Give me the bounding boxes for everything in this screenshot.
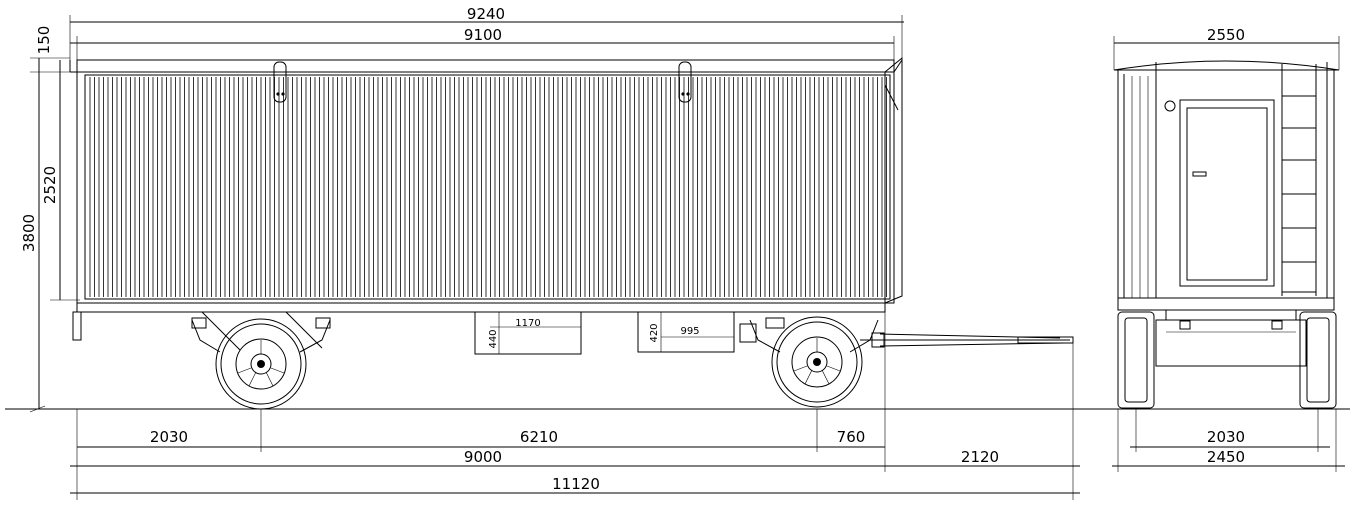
end-chassis <box>1117 297 1335 311</box>
end-tire-right <box>1299 311 1337 409</box>
dim-body-length: 9100 <box>464 26 502 44</box>
drawbar <box>860 332 1074 348</box>
dim-roof-height: 150 <box>35 26 53 55</box>
box-right-height-label: 420 <box>649 323 660 342</box>
box-left-height-label: 440 <box>488 329 499 348</box>
wall-ribs <box>89 77 887 297</box>
end-body <box>1117 69 1335 299</box>
rear-wheel <box>215 318 307 410</box>
dim-rear-overhang: 760 <box>837 428 866 446</box>
dim-end-chassis-width: 2450 <box>1207 448 1245 466</box>
door <box>1179 99 1275 287</box>
dim-wheelbase: 6210 <box>520 428 558 446</box>
tool-box-left <box>474 311 582 355</box>
rear-support-leg <box>72 311 82 341</box>
body-frame <box>76 59 895 304</box>
box-left-width-label: 1170 <box>515 318 540 329</box>
dim-overall-width-top: 9240 <box>467 5 505 23</box>
dim-drawbar-length: 2120 <box>961 448 999 466</box>
dim-front-overhang: 2030 <box>150 428 188 446</box>
dim-end-track-width: 2030 <box>1207 428 1245 446</box>
ladder <box>1281 64 1317 296</box>
dim-chassis-length: 9000 <box>464 448 502 466</box>
box-right-width-label: 995 <box>680 326 699 337</box>
end-tire-left <box>1117 311 1155 409</box>
dim-total-height: 3800 <box>20 214 38 252</box>
front-wheel <box>771 316 863 408</box>
door-panel <box>1186 107 1268 281</box>
corrugated-wall <box>84 74 891 300</box>
end-roof <box>1113 60 1340 71</box>
front-wall <box>884 56 903 304</box>
door-handle <box>1192 171 1207 177</box>
end-light <box>1164 100 1176 112</box>
end-view: 2550 2030 2450 <box>1112 26 1345 472</box>
dim-end-overall-width: 2550 <box>1207 26 1245 44</box>
dim-total-length: 11120 <box>552 475 600 493</box>
side-view: 1170 440 995 420 <box>5 5 1350 500</box>
tool-box-right <box>637 311 735 353</box>
dim-body-height: 2520 <box>41 166 59 204</box>
chassis-rail <box>76 302 886 313</box>
lifting-lug-right <box>678 61 692 103</box>
lifting-lug-left <box>273 61 287 103</box>
